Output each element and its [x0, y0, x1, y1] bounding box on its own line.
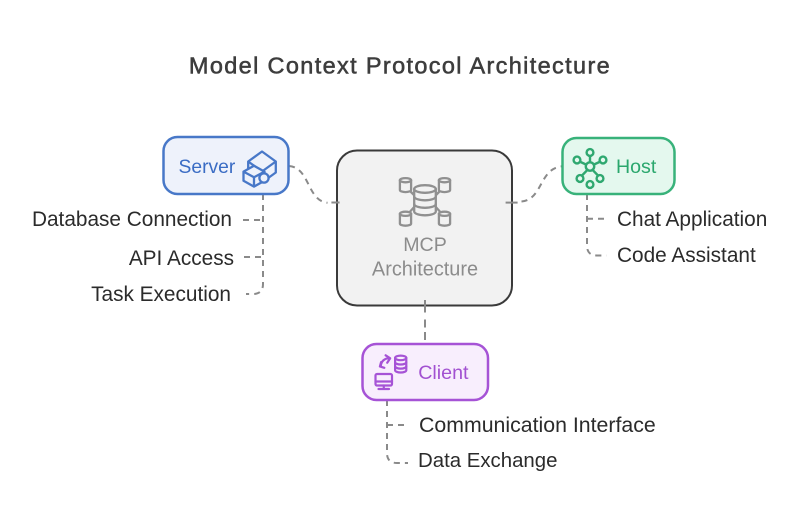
svg-text:Database Connection: Database Connection	[32, 208, 232, 231]
svg-text:Client: Client	[418, 362, 469, 384]
svg-text:Task Execution: Task Execution	[91, 283, 231, 306]
svg-text:Server: Server	[179, 157, 236, 178]
svg-text:Chat Application: Chat Application	[617, 208, 767, 231]
svg-text:MCP: MCP	[403, 234, 447, 256]
svg-text:Data Exchange: Data Exchange	[418, 450, 557, 472]
svg-text:Code Assistant: Code Assistant	[617, 244, 756, 267]
svg-text:API Access: API Access	[129, 247, 234, 270]
svg-text:Architecture: Architecture	[372, 259, 478, 281]
svg-text:Model Context Protocol Archite: Model Context Protocol Architecture	[189, 53, 611, 79]
svg-text:Host: Host	[616, 156, 657, 178]
svg-text:Communication Interface: Communication Interface	[419, 413, 656, 437]
